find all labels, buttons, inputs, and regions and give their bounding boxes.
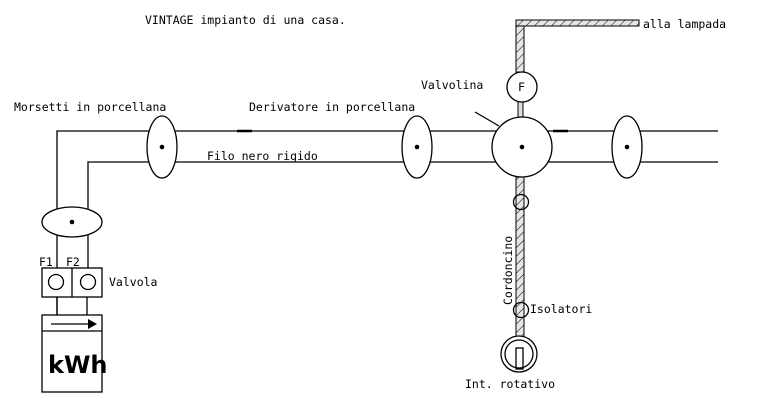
meter-label: kWh <box>48 351 108 379</box>
insulator <box>512 301 530 319</box>
lamp-label: alla lampada <box>643 17 726 31</box>
porcelain-terminal <box>611 115 643 179</box>
porcelain-terminal <box>401 115 433 179</box>
f2-label: F2 <box>66 255 80 269</box>
fuse-label: Valvola <box>109 275 157 289</box>
small-fuse-letter: F <box>518 80 525 94</box>
fuse-block <box>41 267 103 315</box>
cord-to-switch <box>515 176 525 339</box>
rotary-switch <box>500 335 538 373</box>
wire-label: Filo nero rigido <box>207 149 318 163</box>
insulator <box>512 193 530 211</box>
f1-label: F1 <box>39 255 53 269</box>
energy-meter: kWh <box>41 314 108 393</box>
terminals-label: Morsetti in porcellana <box>14 100 166 114</box>
diagram-title: VINTAGE impianto di una casa. <box>145 13 346 27</box>
junction-label: Derivatore in porcellana <box>249 100 415 114</box>
porcelain-terminal <box>146 115 178 179</box>
small-fuse-label: Valvolina <box>421 78 483 92</box>
small-fuse: F <box>506 71 538 103</box>
cord-to-lamp <box>515 19 640 119</box>
switch-label: Int. rotativo <box>465 377 555 391</box>
porcelain-terminal <box>41 206 103 238</box>
junction-pointer <box>474 111 500 127</box>
cord-label: Cordoncino <box>501 236 515 305</box>
insulators-label: Isolatori <box>530 302 592 316</box>
porcelain-junction <box>491 116 553 178</box>
